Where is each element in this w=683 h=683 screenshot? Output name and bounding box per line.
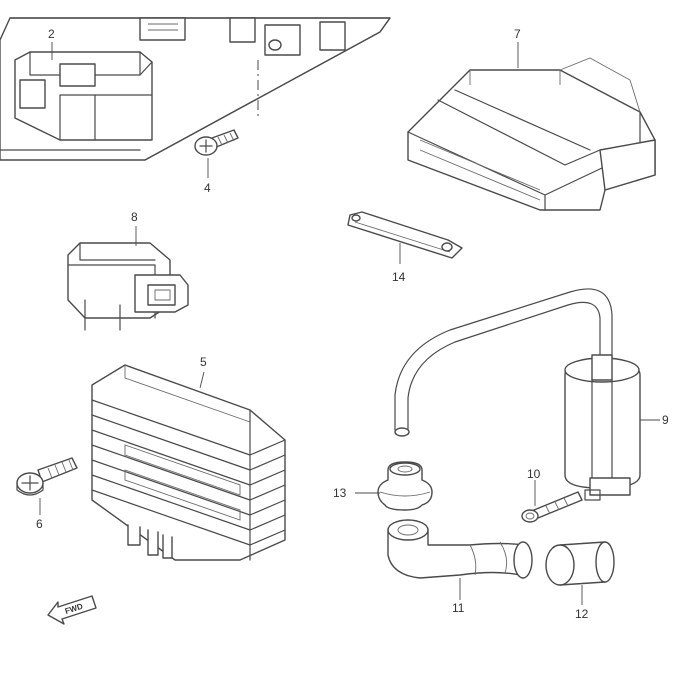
bolt-part-6 [16, 457, 78, 515]
bolt-part-10 [521, 480, 583, 523]
callout-6: 6 [36, 517, 43, 531]
callout-5: 5 [200, 355, 207, 369]
callout-10: 10 [527, 467, 541, 481]
callout-7: 7 [514, 27, 521, 41]
callout-9: 9 [662, 413, 669, 427]
cap-part-12 [545, 541, 615, 605]
ecu-part-7 [407, 42, 656, 211]
callout-8: 8 [131, 210, 138, 224]
callout-14: 14 [392, 270, 406, 284]
callout-12: 12 [575, 607, 589, 621]
relay-part-2 [14, 42, 153, 141]
hose-tube [394, 288, 613, 437]
coil-part-9 [564, 354, 660, 501]
screw-part-4 [194, 129, 239, 178]
bracket-part-14 [347, 211, 463, 264]
callout-11: 11 [452, 601, 465, 615]
elbow-hose-part-11 [387, 519, 533, 600]
callout-2: 2 [48, 27, 55, 41]
regulator-part-5 [91, 364, 286, 561]
callout-4: 4 [204, 181, 211, 195]
fwd-arrow-icon: FWD [47, 595, 97, 625]
connector-part-8 [67, 226, 189, 331]
grommet-part-13 [355, 461, 433, 511]
callout-13: 13 [333, 486, 347, 500]
